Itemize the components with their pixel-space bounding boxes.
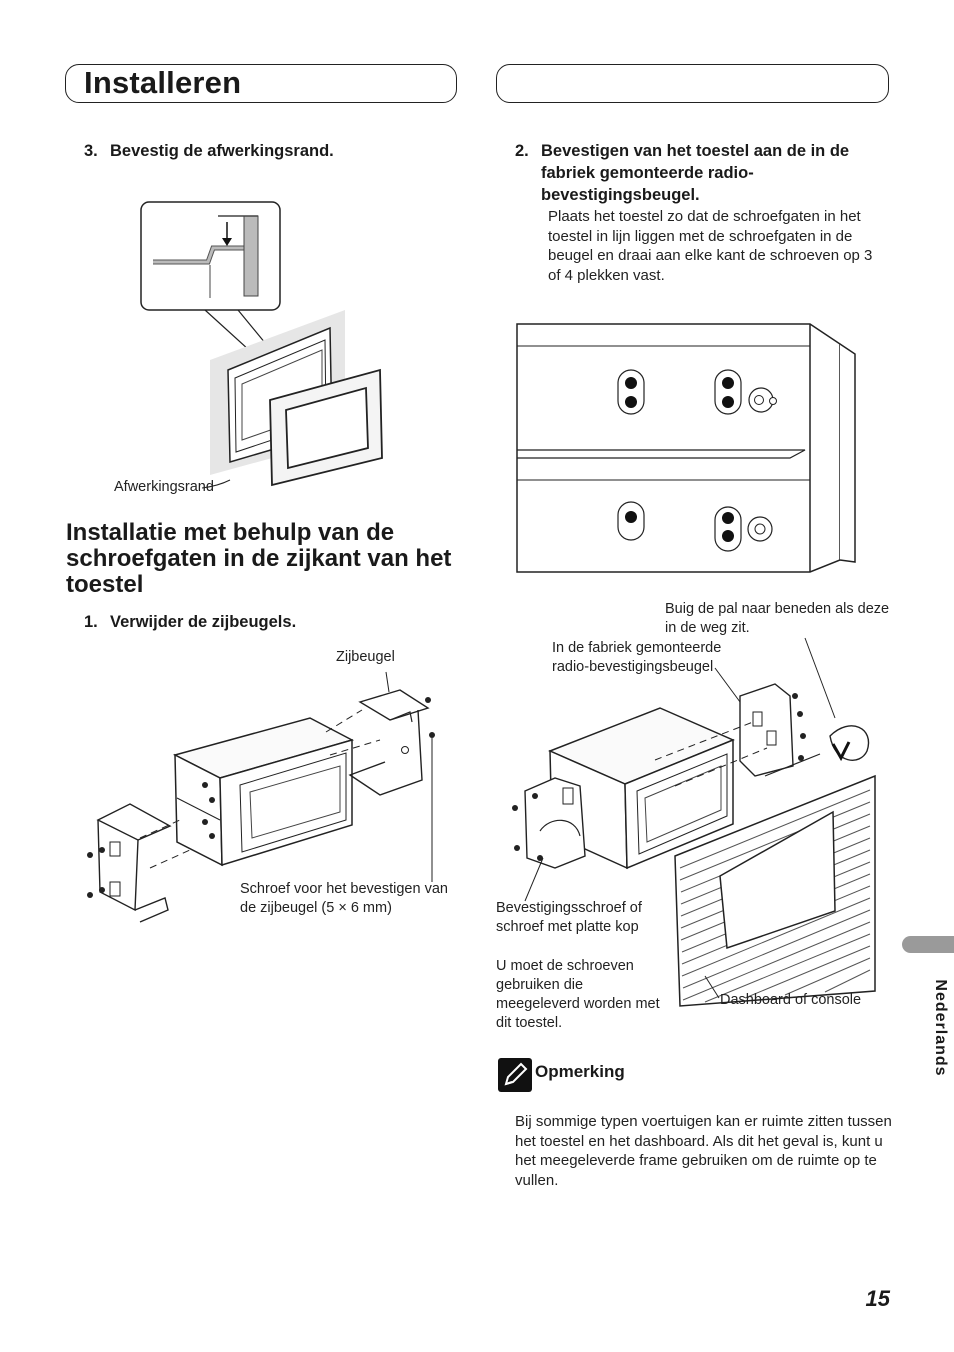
trim-ring-illustration — [110, 200, 390, 500]
page-number: 15 — [865, 1286, 890, 1311]
section-heading: Installatie met behulp van de schroefgat… — [66, 519, 452, 598]
step-3: 3. Bevestig de afwerkingsrand. — [84, 140, 334, 162]
side-bracket-illustration — [87, 660, 435, 930]
label-screw: Schroef voor het bevestigen van de zijbe… — [240, 881, 448, 916]
step-2: 2. Bevestigen van het toestel aan de in … — [515, 140, 865, 206]
label-factory-bracket: In de fabriek gemonteerde radio-bevestig… — [552, 640, 722, 675]
step-3-number: 3. — [84, 142, 98, 160]
page-title: Installeren — [84, 65, 242, 100]
step-1: 1. Verwijder de zijbeugels. — [84, 611, 296, 633]
step-1-number: 1. — [84, 613, 98, 631]
mounting-illustration — [512, 636, 885, 1016]
side-tab-marker — [902, 936, 954, 953]
header-title-box — [65, 64, 457, 103]
label-fixing-screw: Bevestigingsschroef of schroef met platt… — [496, 900, 642, 935]
label-trim-ring: Afwerkingsrand — [114, 479, 214, 495]
note-pencil-icon — [498, 1058, 532, 1092]
note-title: Opmerking — [535, 1062, 625, 1081]
step-1-text: Verwijder de zijbeugels. — [110, 613, 297, 631]
label-dashboard: Dashboard of console — [720, 992, 862, 1008]
note-text: Bij sommige typen voertuigen kan er ruim… — [515, 1113, 892, 1189]
side-language-label: Nederlands — [932, 979, 949, 1077]
step-2-text: Bevestigen van het toestel aan de in de … — [541, 142, 850, 204]
label-side-bracket: Zijbeugel — [336, 649, 395, 665]
step-2-number: 2. — [515, 142, 529, 160]
step-2-body: Plaats het toestel zo dat de schroefgate… — [548, 208, 873, 284]
step-3-text: Bevestig de afwerkingsrand. — [110, 142, 334, 160]
label-supplied-screws: U moet de schroeven gebruiken die meegel… — [496, 958, 660, 1031]
label-bend-tab: Buig de pal naar beneden als deze in de … — [665, 601, 890, 636]
header-empty-box — [496, 64, 889, 103]
unit-side-holes-illustration — [515, 322, 860, 574]
